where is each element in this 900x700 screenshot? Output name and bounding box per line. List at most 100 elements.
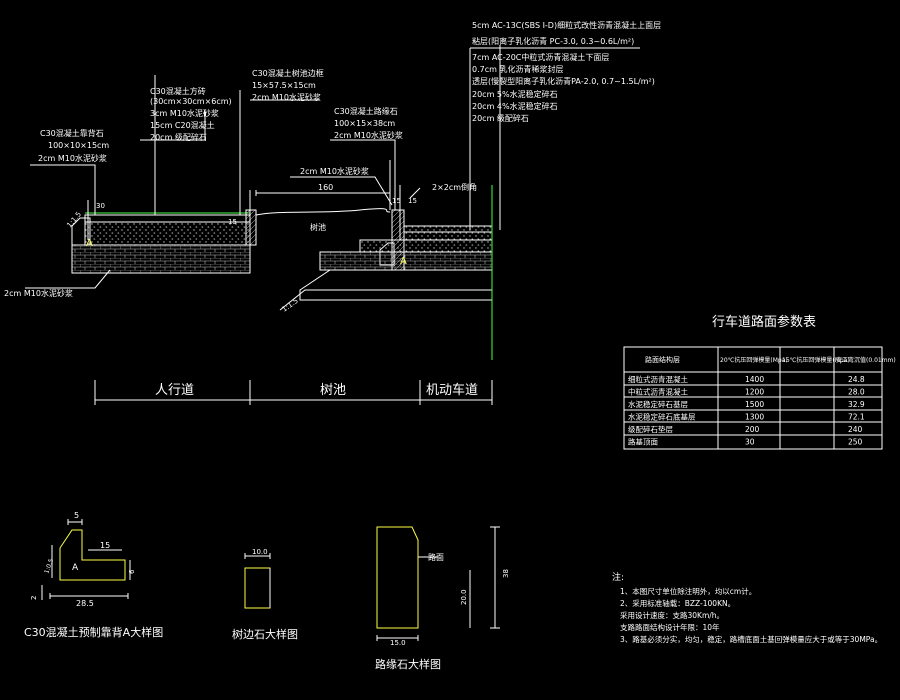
table-rows: 细粒式沥青混凝土 1400 24.8 中粒式沥青混凝土 1200 28.0 水泥稳定碎石基层…	[628, 374, 865, 447]
slope-left: 1:1.5	[65, 210, 83, 229]
tree-edge-title: C30混凝土树池边框	[252, 68, 324, 78]
road-surface	[403, 225, 493, 233]
backing-dim-bottom: 28.5	[76, 599, 94, 608]
sidewalk-block-layer	[84, 214, 251, 223]
param-table: 行车道路面参数表 路面结构层 20℃抗压回弹模量(Mpa) 15℃抗压回弹模量(…	[623, 314, 896, 450]
table-cell: 28.0	[848, 388, 865, 397]
th-1: 20℃抗压回弹模量(Mpa)	[720, 356, 788, 364]
side-layer3: 20cm 级配碎石	[150, 132, 207, 142]
side-block-title: C30混凝土方砖	[150, 86, 206, 96]
edge-dim: 10.0	[252, 548, 268, 556]
road-base1	[359, 239, 493, 253]
kerb-title: 路缘石大样图	[375, 657, 441, 671]
dim-15c: 15	[408, 197, 417, 205]
table-cell: 250	[848, 438, 863, 447]
notes-heading: 注:	[612, 571, 624, 583]
tree-width-label: 160	[318, 183, 333, 192]
curb-c30-size: 100×10×15cm	[48, 141, 109, 150]
kerb-title: C30混凝土路缘石	[334, 106, 398, 116]
road-binder	[403, 231, 493, 241]
tree-mortar: 2cm M10水泥砂浆	[300, 166, 369, 176]
bottom-mortar: 2cm M10水泥砂浆	[4, 288, 73, 298]
tree-edge-size: 15×57.5×15cm	[252, 81, 316, 90]
table-cell: 72.1	[848, 413, 865, 422]
sidewalk-base-brick	[71, 244, 251, 274]
th-0: 路面结构层	[645, 355, 680, 364]
tree-edge-mortar: 2cm M10水泥砂浆	[252, 92, 321, 102]
note-0: 1、本图尺寸单位除注明外，均以cm计。	[620, 586, 756, 596]
backing-dim-top: 5	[74, 511, 79, 520]
th-2: 15℃抗压回弹模量(Mpa)	[782, 356, 850, 364]
table-cell: 240	[848, 425, 863, 434]
kerb-mortar: 2cm M10水泥砂浆	[334, 130, 403, 140]
table-cell: 32.9	[848, 400, 865, 409]
note-1: 2、采用标准轴载：BZZ-100KN。	[620, 598, 735, 608]
dim-A1: A	[86, 238, 93, 249]
dim-15b: 15	[392, 197, 401, 205]
road-layer-0: 5cm AC-13C(SBS I-D)细粒式改性沥青混凝土上面层	[472, 20, 661, 30]
cross-section: 1:1.5 1:1.5 A A 30 15 15 15 160 树池 2×2cm…	[4, 20, 661, 405]
backing-stone-left	[71, 217, 91, 246]
joint-label: 2×2cm倒角	[432, 182, 477, 192]
backing-dim-slope: 1:0.5	[43, 558, 55, 575]
label-leaders-left	[25, 99, 421, 289]
backing-title: C30混凝土预制靠背A大样图	[24, 625, 163, 639]
table-cell: 水泥稳定碎石底基层	[628, 412, 696, 422]
detail-kerb: 路面 15.0 38 20.0 路缘石大样图	[375, 526, 510, 671]
dim-15a: 15	[228, 218, 237, 226]
road-layer-6: 20cm 4%水泥稳定碎石	[472, 101, 558, 111]
road-sub-bottom	[279, 289, 492, 311]
table-cell: 1400	[745, 375, 764, 384]
table-cell: 细粒式沥青混凝土	[628, 374, 688, 384]
slope-right: 1:1.5	[281, 297, 300, 314]
backing-A: A	[72, 563, 79, 573]
detail-backing: 5 15 28.5 1:0.5 6 2 A C30混凝土预制靠背A大样图	[24, 511, 163, 639]
table-title: 行车道路面参数表	[712, 314, 816, 330]
dim-lines-top	[87, 45, 501, 245]
table-cell: 200	[745, 425, 760, 434]
table-cell: 24.8	[848, 375, 865, 384]
side-layer1: 3cm M10水泥砂浆	[150, 108, 219, 118]
table-cell: 30	[745, 438, 755, 447]
notes: 注: 1、本图尺寸单位除注明外，均以cm计。 2、采用标准轴载：BZZ-100K…	[612, 571, 882, 644]
sidewalk-concrete-layer	[84, 221, 251, 246]
dim-30: 30	[96, 202, 105, 210]
table-cell: 1500	[745, 400, 764, 409]
backing-dim-left: 2	[30, 596, 38, 600]
table-cell: 中粒式沥青混凝土	[628, 387, 688, 397]
dim-A2: A	[400, 256, 407, 267]
zone-tree-pit: 树池	[320, 383, 346, 398]
curb-mortar: 2cm M10水泥砂浆	[38, 153, 107, 163]
table-cell: 1200	[745, 388, 764, 397]
road-label-leader	[469, 47, 640, 230]
edge-title: 树边石大样图	[232, 627, 298, 641]
backing-shape	[59, 529, 126, 581]
note-3: 支路路面结构设计年限：10年	[620, 622, 720, 632]
table-cell: 路基顶面	[628, 437, 658, 447]
road-layer-1: 粘层(阳离子乳化沥青 PC-3.0, 0.3~0.6L/m²)	[472, 36, 634, 46]
kerb-label: 路面	[428, 552, 444, 562]
backing-dim-mid: 15	[100, 541, 110, 550]
table-cell: 水泥稳定碎石基层	[628, 399, 688, 409]
kerb-dim-w: 15.0	[390, 639, 406, 647]
zone-sidewalk: 人行道	[155, 383, 194, 398]
road-layer-3: 0.7cm 乳化沥青稀浆封层	[472, 64, 563, 74]
note-4: 3、路基必须分实，均匀，稳定，路槽底面土基回弹模量应大于或等于30MPa。	[620, 634, 882, 644]
mortar-arrow	[290, 176, 393, 206]
tree-edge-left	[245, 209, 257, 246]
edge-shape	[244, 567, 271, 609]
dim-160-line	[255, 190, 391, 196]
road-layer-2: 7cm AC-20C中粒式沥青混凝土下面层	[472, 52, 609, 62]
tree-pit-soil	[255, 208, 391, 216]
zone-roadway: 机动车道	[426, 382, 478, 398]
side-layer2: 15cm C20混凝土	[150, 120, 215, 130]
road-layer-4: 透层(慢裂型阳离子乳化沥青PA-2.0, 0.7~1.5L/m²)	[472, 76, 655, 86]
kerb-dim-h: 38	[502, 569, 510, 578]
table-cell: 1300	[745, 413, 764, 422]
kerb-dim-h2: 20.0	[460, 589, 468, 605]
kerb-size: 100×15×38cm	[334, 119, 395, 128]
road-layer-7: 20cm 级配碎石	[472, 113, 529, 123]
side-block-size: (30cm×30cm×6cm)	[150, 97, 232, 106]
curb-c30-title: C30混凝土靠背石	[40, 128, 104, 138]
